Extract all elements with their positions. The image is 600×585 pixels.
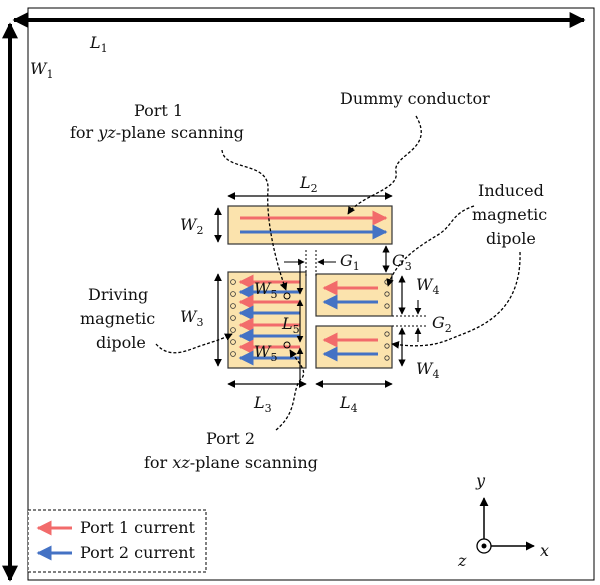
- W4-top-label: W4: [416, 275, 439, 297]
- port1-annotation-line1: Port 1: [134, 101, 183, 120]
- port1-leader-line: [221, 149, 288, 291]
- dummy-conductor-patch: [227, 205, 393, 245]
- legend-box: [27, 509, 207, 573]
- port2-feed-icon: [283, 341, 291, 349]
- induced-patch-top: [315, 273, 393, 317]
- port1-annotation-line2: for yz-plane scanning: [70, 123, 244, 142]
- x-axis-label: x: [540, 541, 549, 560]
- W4-bottom-label: W4: [416, 359, 439, 381]
- induced-annotation-line2: magnetic: [472, 205, 547, 224]
- port2-leader-line: [275, 349, 305, 431]
- L3-label: L3: [253, 393, 272, 415]
- driving-annotation-line3: dipole: [96, 333, 146, 352]
- induced-annotation-line3: dipole: [486, 229, 536, 248]
- port1-feed-icon: [283, 292, 291, 300]
- driving-annotation-line2: magnetic: [80, 309, 155, 328]
- dummy-leader-line: [347, 115, 422, 215]
- L2-label: L2: [299, 173, 318, 195]
- L1-label: L1: [89, 33, 108, 55]
- G2-label: G2: [432, 313, 452, 335]
- W3-label: W3: [180, 307, 203, 329]
- W2-label: W2: [180, 215, 203, 237]
- port2-annotation-line1: Port 2: [206, 429, 255, 448]
- induced-patch-bottom: [315, 325, 393, 369]
- induced-leader-line-top: [386, 205, 475, 287]
- W5-top-label: W5: [254, 279, 277, 301]
- W1-label: W1: [30, 59, 53, 81]
- substrate-board: [27, 7, 595, 581]
- y-axis-label: y: [475, 471, 486, 490]
- G1-label: G1: [340, 251, 360, 273]
- driving-annotation-line1: Driving: [88, 285, 148, 304]
- dummy-annotation: Dummy conductor: [340, 89, 490, 108]
- induced-annotation-line1: Induced: [478, 181, 544, 200]
- legend-port1-label: Port 1 current: [80, 518, 196, 537]
- via-column: [230, 279, 236, 357]
- induced-leader-line-bottom: [391, 251, 521, 349]
- W5-bottom-label: W5: [254, 342, 277, 364]
- L4-label: L4: [339, 393, 358, 415]
- z-axis-dot: [481, 543, 487, 549]
- G3-label: G3: [392, 251, 412, 273]
- driving-leader-line: [155, 333, 233, 354]
- L5-label: L5: [281, 314, 300, 336]
- port2-annotation-line2: for xz-plane scanning: [144, 453, 318, 472]
- z-axis-label: z: [457, 551, 467, 570]
- legend-port2-label: Port 2 current: [80, 543, 196, 562]
